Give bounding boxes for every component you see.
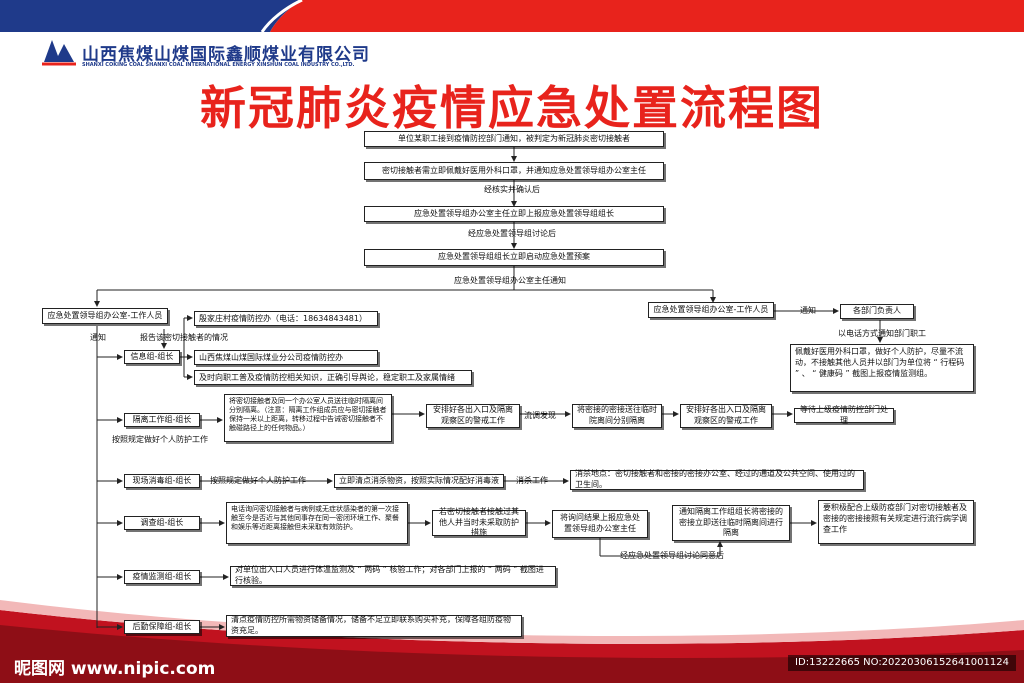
disinfect-places: 消杀地点：密切接触者和密接的密接办公室、经过的通道及公共空间、使用过的卫生间。 [570,469,864,490]
step-notified: 单位某职工接到疫情防控部门通知，被判定为新冠肺炎密切接触者 [364,131,664,147]
right-notify-label: 通知 [800,306,816,315]
disinfect-supplies: 立即清点消杀物资，按照实际情况配好消毒液 [334,474,504,488]
company-name-en: SHANXI COKING COAL SHANXI COAL INTERNATI… [82,62,355,68]
right-staff: 应急处置领导组办公室-工作人员 [648,302,774,318]
disinfect-work-label: 消杀工作 [516,476,548,485]
image-id: ID:13222665 NO:20220306152641001124 [788,655,1016,671]
disinfect-protect-label: 按照规定做好个人防护工作 [210,476,306,485]
disinfect-group-leader: 现场消毒组-组长 [124,474,200,488]
isolation-guard-1: 安排好各出入口及隔离观察区的警戒工作 [426,404,520,428]
survey-discuss-label: 经应急处置领导组讨论同意后 [620,551,724,560]
step-report-leader: 应急处置领导组办公室主任立即上报应急处置领导组组长 [364,206,664,222]
top-banner [0,0,1024,33]
survey-report: 将询问结果上报应急处置领导组办公室主任 [552,510,648,538]
isolation-protect-label: 按照规定做好个人防护工作 [112,435,208,444]
company-logo [40,36,78,66]
survey-no-protection: 若密切接触者接触过其他人并当时未采取防护措施 [432,507,526,537]
dept-instructions: 佩戴好医用外科口罩，做好个人防护，尽量不流动，不接触其他人员并以部门为单位将 “… [790,344,974,392]
watermark-text: 昵图网 www.nipic.com [14,659,216,679]
survey-group-leader: 调查组-组长 [124,516,200,530]
label-discuss: 经应急处置领导组讨论后 [468,229,556,238]
logistics-group-leader: 后勤保障组-组长 [124,620,200,634]
phone-notify-label: 以电话方式通知部门职工 [838,329,926,338]
isolation-desc: 将密切接触者及同一个办公室人员送往临时隔离间分别隔离。（注意：隔离工作组成员应与… [224,394,392,442]
isolation-group-leader: 隔离工作组-组长 [124,413,200,427]
page-title: 新冠肺炎疫情应急处置流程图 [200,81,824,135]
monitor-temperature: 对单位出入口人员进行体温监测及 “ 两码 ” 核验工作；对各部门上报的 “ 两码… [230,565,556,586]
label-notify: 应急处置领导组办公室主任通知 [454,276,566,285]
survey-epidemiology: 要积极配合上级防疫部门对密切接触者及密接的密接接照有关规定进行流行病学调查工作 [818,500,974,544]
info-item-village: 殷家庄村疫情防控办（电话：18634843481） [194,311,378,326]
report-label: 报告该密切接触者的情况 [140,333,228,342]
isolation-flow-label: 流调发现 [524,411,556,420]
dept-heads: 各部门负责人 [840,304,914,319]
survey-call: 电话询问密切接触者与病例或无症状感染者的第一次接触至今是否近与其他同事存在同一密… [226,502,408,544]
left-notify-label: 通知 [90,333,106,342]
logistics-supplies: 清点疫情防控所需物资储备情况，储备不足立即联系购买补充，保障各组防疫物资充足。 [226,615,522,637]
step-wear-mask: 密切接触者需立即佩戴好医用外科口罩，并通知应急处置领导组办公室主任 [364,162,664,180]
isolation-wait: 等待上级疫情防控部门处理 [794,405,894,425]
label-verify: 经核实并确认后 [484,185,540,194]
company-name-cn: 山西焦煤山煤国际鑫顺煤业有限公司 [82,45,370,65]
monitor-group-leader: 疫情监测组-组长 [124,570,200,584]
step-start-plan: 应急处置领导组组长立即启动应急处置预案 [364,249,664,266]
info-item-company: 山西焦煤山煤国际煤业分公司疫情防控办 [194,350,378,365]
info-group-leader: 信息组-组长 [124,350,180,364]
survey-isolate-second: 通知隔离工作组组长将密接的密接立即送往临时隔离间进行隔离 [672,505,790,541]
isolation-second-contact: 将密接的密接送往临时院离间分别隔离 [572,404,662,428]
info-item-education: 及时向职工普及疫情防控相关知识，正确引导舆论，稳定职工及家属情绪 [194,370,472,385]
left-staff: 应急处置领导组办公室-工作人员 [42,308,168,324]
isolation-guard-2: 安排好各出入口及隔离观察区的警戒工作 [680,404,772,428]
